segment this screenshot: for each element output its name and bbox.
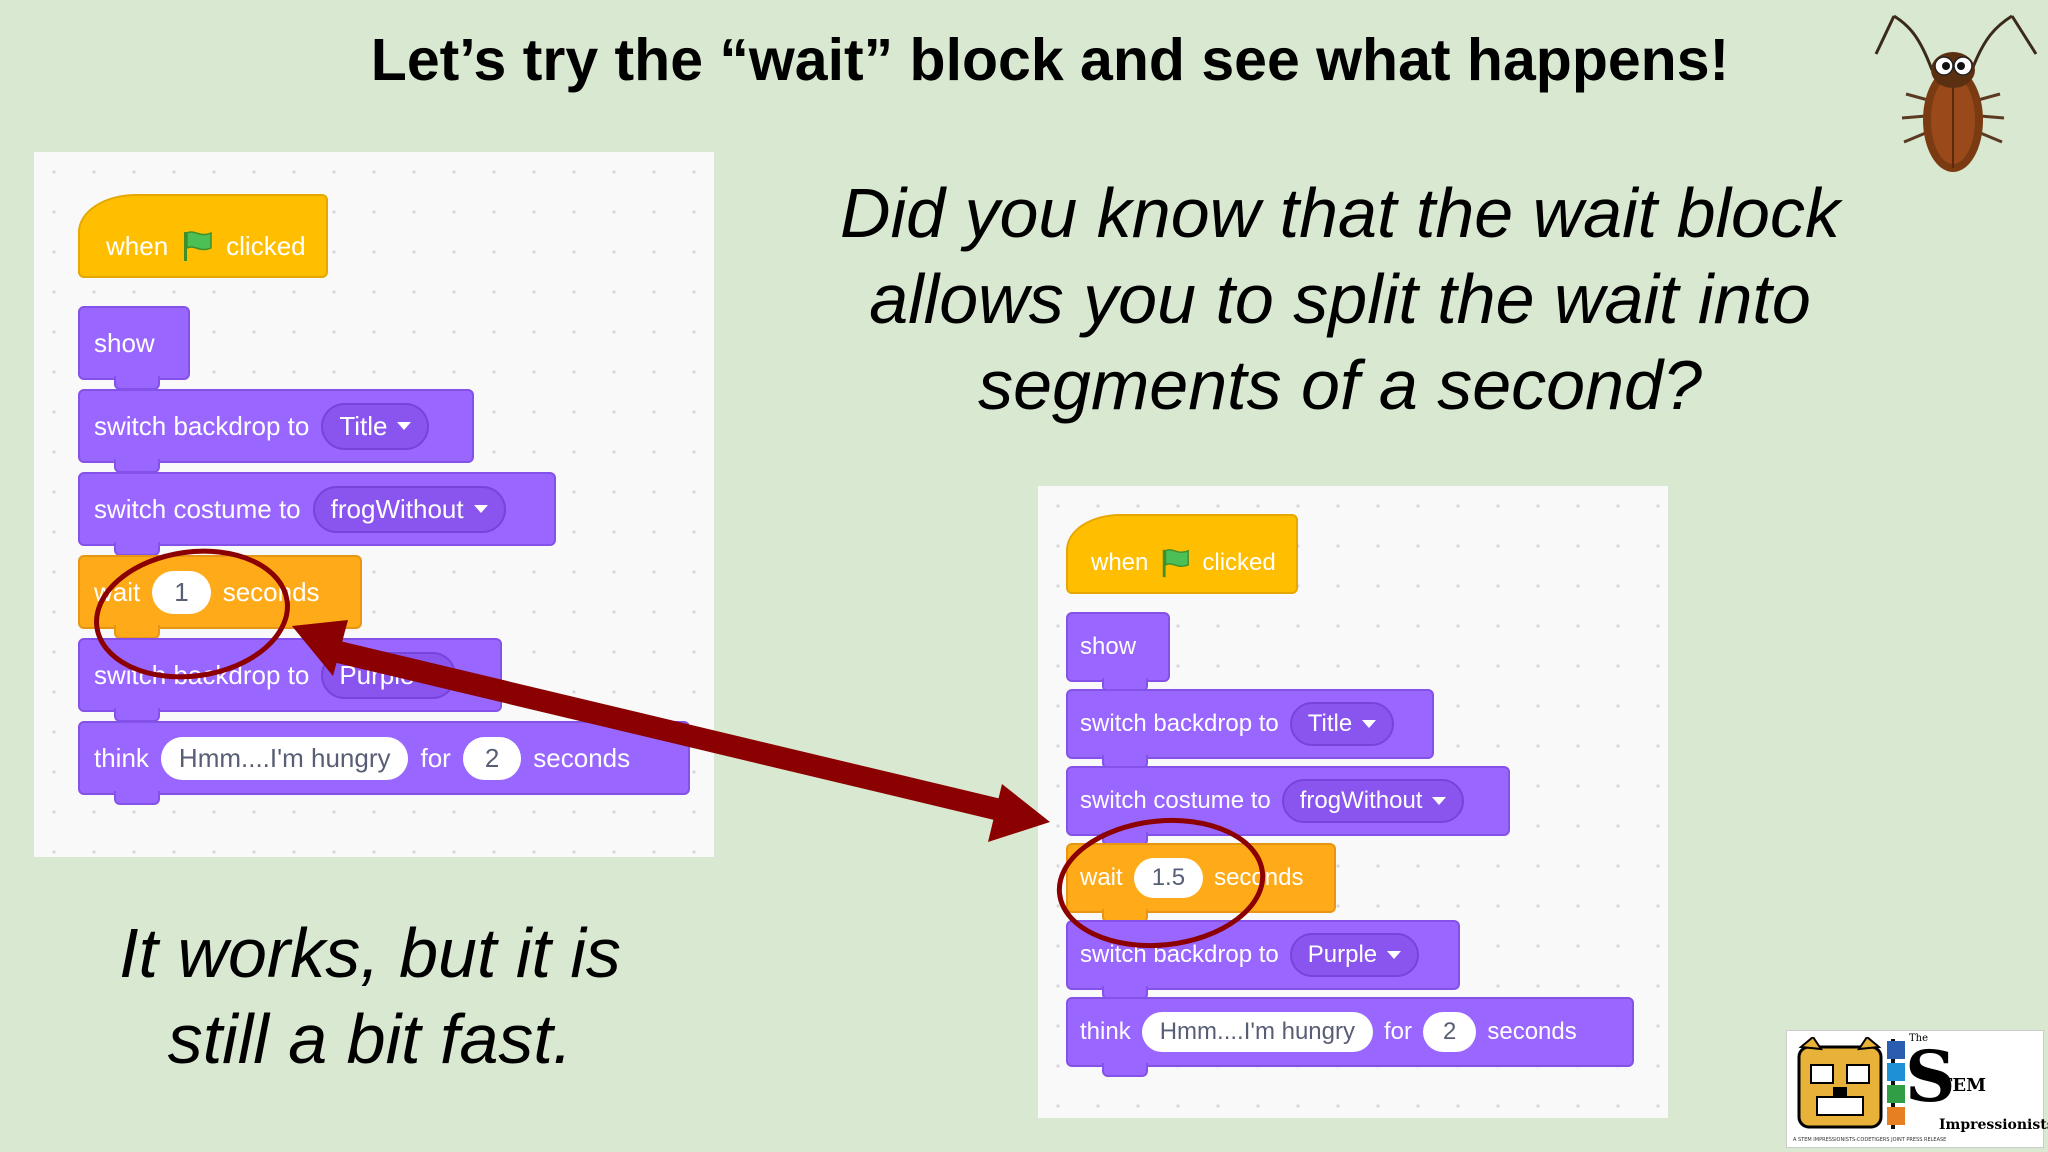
- wait-seconds-input[interactable]: 1.5: [1133, 858, 1204, 898]
- wait-block[interactable]: wait 1 seconds: [78, 555, 362, 639]
- block-label: seconds: [1214, 864, 1304, 891]
- block-label: switch backdrop to: [1080, 710, 1279, 737]
- think-for-seconds-block[interactable]: think Hmm....I'm hungry for 2 seconds: [1066, 997, 1634, 1077]
- gear-icon: [1887, 1085, 1905, 1103]
- when-flag-clicked-block[interactable]: when clicked: [1066, 514, 1298, 594]
- block-label: for: [1383, 1018, 1412, 1045]
- show-block[interactable]: show: [1066, 612, 1170, 692]
- switch-backdrop-block[interactable]: switch backdrop to Title: [1066, 689, 1434, 769]
- green-flag-icon: [1163, 549, 1190, 578]
- switch-backdrop-block[interactable]: switch backdrop to Purple: [1066, 920, 1460, 1000]
- think-message-input[interactable]: Hmm....I'm hungry: [160, 736, 409, 780]
- show-block[interactable]: show: [78, 306, 190, 390]
- dropdown-arrow-icon: [1362, 720, 1377, 728]
- block-label: seconds: [1487, 1018, 1577, 1045]
- when-flag-clicked-block[interactable]: when clicked: [78, 194, 328, 278]
- think-for-seconds-block[interactable]: think Hmm....I'm hungry for 2 seconds: [78, 721, 690, 805]
- costume-dropdown[interactable]: frogWithout: [1281, 779, 1465, 823]
- note-line: It works, but it is: [119, 914, 621, 992]
- block-label: seconds: [533, 742, 631, 773]
- block-label: show: [94, 327, 155, 358]
- note-text: It works, but it is still a bit fast.: [40, 910, 700, 1082]
- backdrop-dropdown[interactable]: Title: [1289, 702, 1395, 746]
- pi-icon: [1887, 1107, 1905, 1125]
- block-label: wait: [1080, 864, 1123, 891]
- switch-costume-block[interactable]: switch costume to frogWithout: [1066, 766, 1510, 846]
- block-label: show: [1080, 633, 1137, 660]
- logo-tem: TEM: [1939, 1075, 1987, 1096]
- question-text: Did you know that the wait block allows …: [780, 170, 1900, 428]
- dropdown-value: Title: [339, 410, 388, 441]
- logo-tagline: A STEM IMPRESSIONISTS-CODETIGERS JOINT P…: [1793, 1137, 1947, 1143]
- block-label: clicked: [1202, 549, 1276, 576]
- wait-seconds-input[interactable]: 1: [152, 570, 211, 614]
- backdrop-dropdown[interactable]: Title: [321, 402, 430, 450]
- backdrop-dropdown[interactable]: Purple: [321, 651, 457, 699]
- dropdown-value: frogWithout: [1299, 787, 1423, 814]
- dropdown-arrow-icon: [424, 671, 439, 679]
- block-label: switch costume to: [1080, 787, 1271, 814]
- dropdown-arrow-icon: [1432, 797, 1447, 805]
- power-icon: [1887, 1063, 1905, 1081]
- think-message-input[interactable]: Hmm....I'm hungry: [1141, 1012, 1373, 1052]
- think-seconds-input[interactable]: 2: [1423, 1012, 1477, 1052]
- switch-backdrop-block[interactable]: switch backdrop to Purple: [78, 638, 502, 722]
- wait-block[interactable]: wait 1.5 seconds: [1066, 843, 1336, 923]
- dropdown-value: Purple: [1307, 941, 1378, 968]
- block-label: switch backdrop to: [94, 659, 310, 690]
- backdrop-dropdown[interactable]: Purple: [1289, 933, 1420, 977]
- switch-costume-block[interactable]: switch costume to frogWithout: [78, 472, 556, 556]
- block-label: when: [1091, 549, 1149, 576]
- block-label: switch backdrop to: [94, 410, 310, 441]
- block-label: seconds: [222, 576, 320, 607]
- slide-title: Let’s try the “wait” block and see what …: [370, 27, 1730, 93]
- dropdown-arrow-icon: [473, 505, 488, 513]
- tiger-icon: [1797, 1037, 1883, 1129]
- costume-dropdown[interactable]: frogWithout: [312, 485, 506, 533]
- green-flag-icon: [184, 231, 212, 261]
- block-label: think: [94, 742, 149, 773]
- script-panel-right: when clicked show switch backdrop to Tit…: [1038, 486, 1668, 1118]
- dropdown-arrow-icon: [1387, 951, 1402, 959]
- logo-s: S: [1905, 1035, 1956, 1118]
- dropdown-value: Purple: [339, 659, 415, 690]
- atom-icon: [1887, 1041, 1905, 1059]
- logo-the: The: [1909, 1033, 1929, 1044]
- question-line: Did you know that the wait block: [840, 174, 1840, 252]
- block-label: clicked: [226, 230, 306, 261]
- think-seconds-input[interactable]: 2: [462, 736, 522, 780]
- block-label: think: [1080, 1018, 1131, 1045]
- block-label: switch costume to: [94, 493, 301, 524]
- script-panel-left: when clicked show switch backdrop to Tit…: [34, 152, 714, 857]
- dropdown-value: frogWithout: [330, 493, 464, 524]
- logo-impressionists: Impressionists: [1939, 1117, 2048, 1133]
- cockroach-icon: [1874, 14, 2038, 172]
- block-label: for: [420, 742, 451, 773]
- block-label: switch backdrop to: [1080, 941, 1279, 968]
- block-label: when: [106, 230, 169, 261]
- question-line: segments of a second?: [978, 346, 1702, 424]
- logo-divider: [1891, 1039, 1895, 1129]
- block-label: wait: [94, 576, 141, 607]
- question-line: allows you to split the wait into: [869, 260, 1811, 338]
- dropdown-arrow-icon: [397, 422, 412, 430]
- dropdown-value: Title: [1307, 710, 1353, 737]
- note-line: still a bit fast.: [167, 1000, 573, 1078]
- switch-backdrop-block[interactable]: switch backdrop to Title: [78, 389, 474, 473]
- stem-impressionists-logo: The S TEM Impressionists A STEM IMPRESSI…: [1786, 1030, 2048, 1148]
